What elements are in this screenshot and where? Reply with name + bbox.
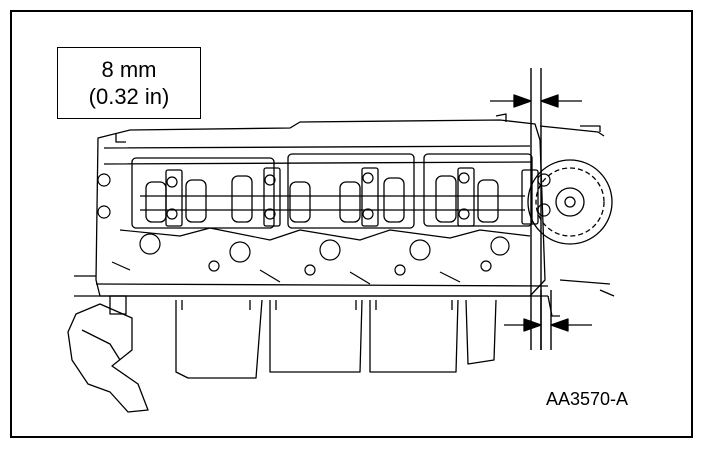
cam-bearing-caps — [165, 167, 539, 227]
cam-window-right — [423, 153, 533, 227]
exhaust-elbow — [67, 303, 149, 413]
dimension-arrows-top — [490, 94, 582, 108]
cam-sprocket — [527, 159, 613, 245]
dimension-imperial-label: (0.32 in) — [88, 84, 170, 109]
top-fittings — [115, 113, 601, 143]
cylinder-head-top-ledge — [103, 145, 533, 165]
cam-lobes — [145, 175, 499, 223]
intake-manifold — [175, 299, 497, 379]
figure-id-label: AA3570-A — [546, 389, 629, 409]
manifold-runner-lips — [181, 300, 453, 310]
camshaft — [140, 195, 525, 211]
dimension-arrows-bottom — [504, 318, 592, 332]
dimension-callout-box: 8 mm (0.32 in) — [57, 47, 201, 119]
deck-gasket-line — [74, 275, 549, 297]
dimension-metric-label: 8 mm — [101, 57, 157, 82]
cam-window-left — [131, 157, 275, 229]
head-ports — [111, 227, 531, 285]
elbow-bracket — [109, 295, 127, 315]
cam-window-mid — [287, 153, 415, 229]
cap-bolts — [97, 172, 551, 220]
reference-lines — [530, 68, 552, 350]
sprocket-bracket — [539, 125, 615, 317]
